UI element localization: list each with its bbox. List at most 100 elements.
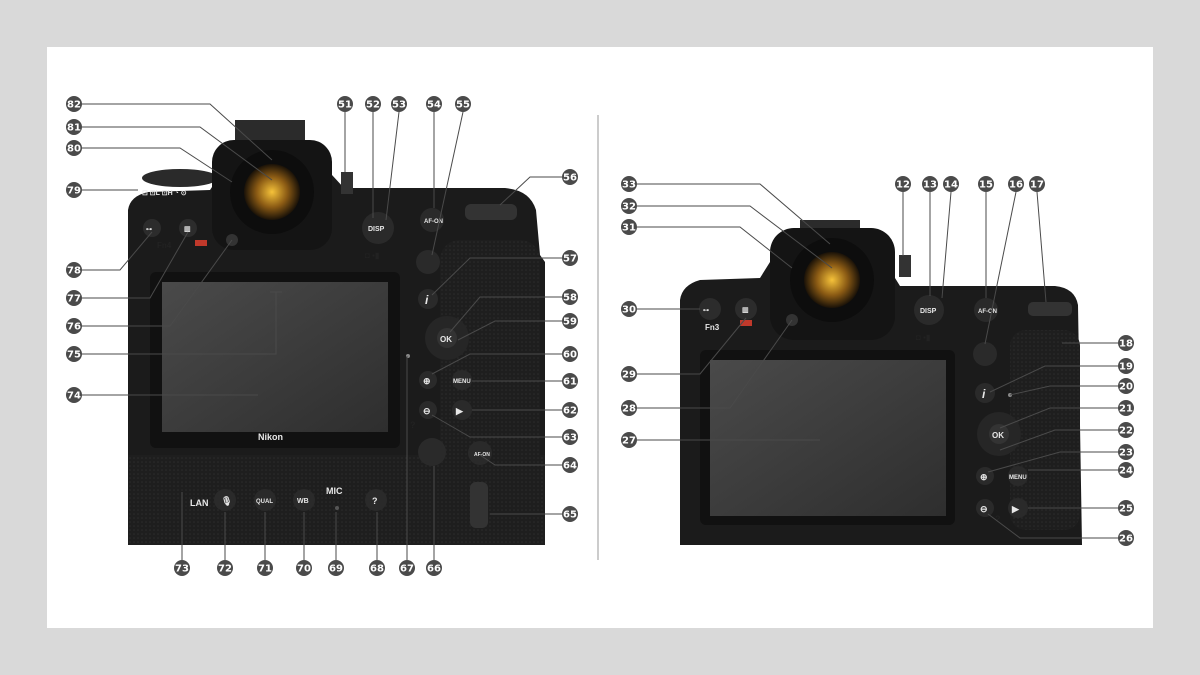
callout-badge (66, 140, 82, 156)
left-leader-64 (479, 454, 562, 466)
right-callout-31: 31 (621, 219, 637, 235)
left-callout-66: 66 (426, 560, 442, 576)
left-main-command-dial (465, 204, 517, 220)
left-leader-55 (431, 111, 464, 256)
callout-badge (562, 169, 578, 185)
callout-number: 71 (258, 564, 272, 575)
callout-number: 13 (923, 180, 937, 191)
callout-badge (66, 387, 82, 403)
left-photo-video-icon: ◘ ▪▮ (365, 251, 379, 260)
callout-number: 51 (338, 100, 352, 111)
right-callout-33: 33 (621, 176, 637, 192)
callout-badge (1118, 358, 1134, 374)
callout-badge (621, 400, 637, 416)
left-callout-57: 57 (562, 250, 578, 266)
right-playback-button (1008, 498, 1028, 518)
callout-badge (1118, 400, 1134, 416)
callout-badge (1118, 422, 1134, 438)
callout-number: 15 (979, 180, 993, 191)
right-callout-18: 18 (1118, 335, 1134, 351)
left-camera: ⊡ ⊡L ⊡H ◔ ⊙ Nikon ⊶ ▥ Fn4 DISP ◘ ▪▮ AF-O… (128, 120, 545, 545)
callout-number: 24 (1119, 466, 1133, 477)
left-zoom-out-icon: ⊖ (423, 406, 431, 416)
left-monitor-screen (162, 282, 388, 432)
left-sub-selector (416, 250, 440, 274)
right-callout-22: 22 (1118, 422, 1134, 438)
callout-badge (562, 250, 578, 266)
left-protect-icon: ? (372, 496, 378, 506)
right-callout-21: 21 (1118, 400, 1134, 416)
left-afon-label: AF-ON (424, 219, 443, 225)
right-callout-16: 16 (1008, 176, 1024, 192)
left-mic-label: MIC (326, 486, 343, 496)
callout-number: 75 (67, 350, 81, 361)
callout-number: 67 (400, 564, 414, 575)
left-playback-button (452, 400, 472, 420)
left-callout-61: 61 (562, 373, 578, 389)
right-disp-label: DISP (920, 308, 937, 315)
callout-number: 23 (1119, 448, 1133, 459)
right-callout-28: 28 (621, 400, 637, 416)
left-mode-icons: ⊡ ⊡L ⊡H ◔ ⊙ (142, 190, 187, 197)
callout-number: 69 (329, 564, 343, 575)
left-vertical-sub-selector (418, 438, 446, 466)
callout-number: 25 (1119, 504, 1133, 515)
callout-badge (562, 313, 578, 329)
callout-badge (66, 290, 82, 306)
left-callout-58: 58 (562, 289, 578, 305)
left-playback-icon: ▶ (455, 406, 464, 416)
left-callout-62: 62 (562, 402, 578, 418)
left-callout-70: 70 (296, 560, 312, 576)
callout-number: 31 (622, 223, 636, 234)
callout-badge (562, 346, 578, 362)
right-fn-key-button (699, 298, 721, 320)
left-protect-button (365, 489, 387, 511)
left-vertical-afon-label: AF-ON (474, 452, 490, 458)
callout-badge (1029, 176, 1045, 192)
right-zoom-in-icon: ⊕ (980, 472, 988, 482)
right-menu-button (1008, 466, 1028, 486)
left-trash-icon: ▥ (184, 226, 191, 233)
callout-number: 16 (1009, 180, 1023, 191)
callout-badge (562, 402, 578, 418)
left-callout-78: 78 (66, 262, 82, 278)
right-main-command-dial (1028, 302, 1072, 316)
left-leader-53 (385, 111, 400, 221)
callout-badge (217, 560, 233, 576)
left-leader-78 (82, 231, 153, 271)
callout-badge (1118, 462, 1134, 478)
left-leader-81 (82, 126, 273, 181)
right-callout-17: 17 (1029, 176, 1045, 192)
callout-badge (66, 182, 82, 198)
right-callout-26: 26 (1118, 530, 1134, 546)
left-callout-54: 54 (426, 96, 442, 112)
callout-number: 58 (563, 293, 577, 304)
right-callout-25: 25 (1118, 500, 1134, 516)
callout-badge (943, 176, 959, 192)
callout-badge (328, 560, 344, 576)
right-afon-button (974, 298, 998, 322)
left-lan-label: LAN (190, 498, 209, 508)
left-camera-side-grip (440, 240, 540, 490)
callout-number: 65 (563, 510, 577, 521)
callout-badge (257, 560, 273, 576)
right-leader-29 (637, 317, 747, 375)
callout-badge (1118, 444, 1134, 460)
callout-number: 28 (622, 404, 636, 415)
right-fn-label: Fn3 (705, 323, 720, 332)
left-voice-memo-button (214, 489, 236, 511)
callout-number: 12 (896, 180, 910, 191)
left-callout-68: 68 (369, 560, 385, 576)
callout-badge (621, 198, 637, 214)
left-callout-56: 56 (562, 169, 578, 185)
right-delete-button (735, 298, 757, 320)
callout-number: 33 (622, 180, 636, 191)
callout-badge (426, 560, 442, 576)
callout-badge (621, 366, 637, 382)
left-wb-label: WB (297, 498, 309, 505)
right-callout-13: 13 (922, 176, 938, 192)
right-i-button (975, 383, 995, 403)
left-callout-69: 69 (328, 560, 344, 576)
left-wb-button (293, 489, 315, 511)
callout-number: 68 (370, 564, 384, 575)
